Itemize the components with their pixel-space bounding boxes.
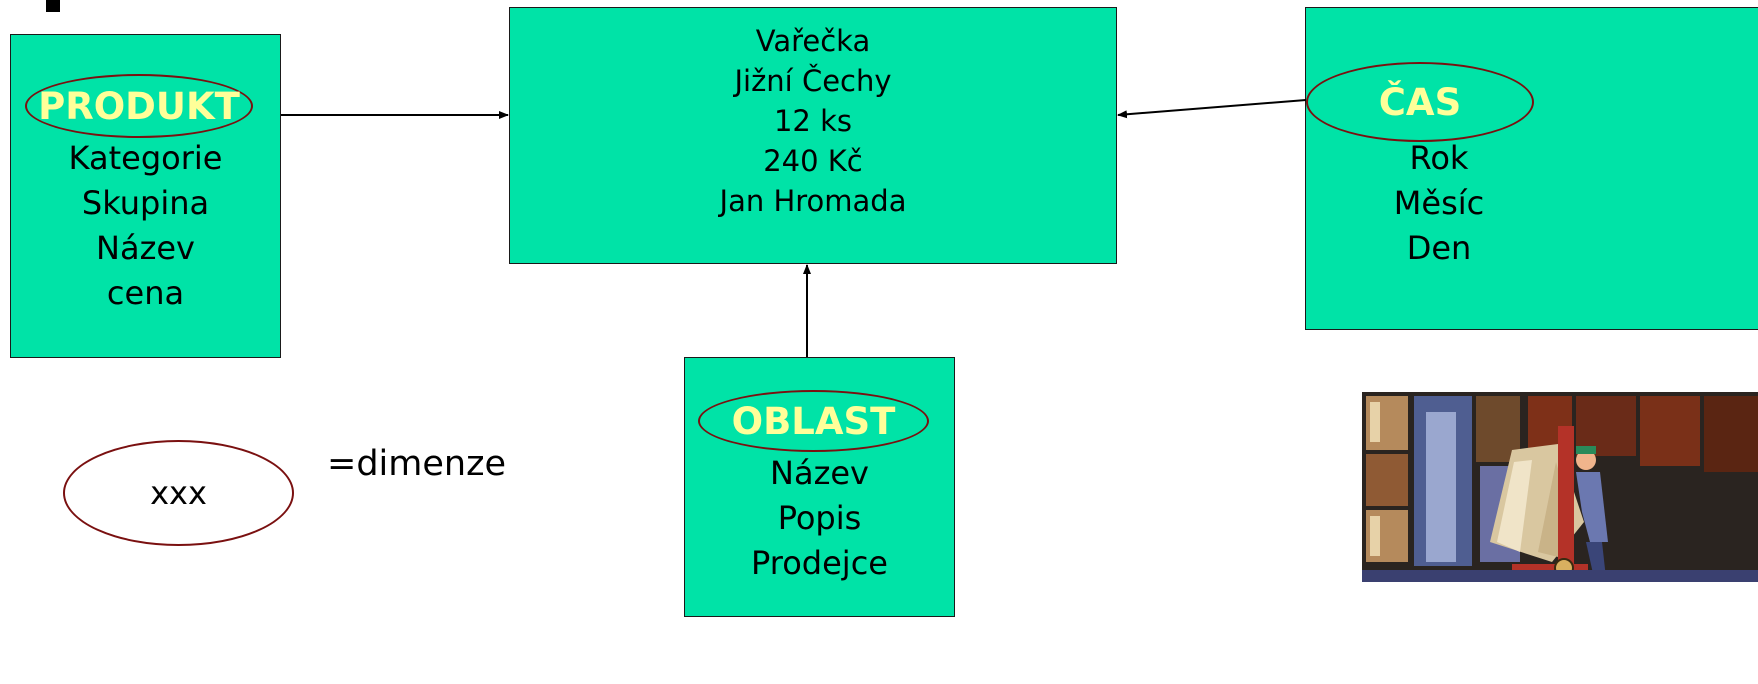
fact-line: Jan Hromada [719, 184, 907, 218]
cas-attribute: Den [1406, 229, 1472, 267]
legend-meaning: =dimenze [327, 444, 506, 484]
cas-attribute: Rok [1409, 139, 1469, 177]
cas-title: ČAS [1378, 80, 1462, 124]
oblast-title-oval: OBLAST [698, 390, 929, 452]
cas-to-fact-arrow [1117, 99, 1307, 119]
legend-oval-text: xxx [150, 474, 207, 512]
produkt-attribute: Kategorie [68, 139, 223, 177]
oblast-attribute: Prodejce [751, 544, 888, 582]
fact-line: 12 ks [773, 104, 853, 138]
oblast-title: OBLAST [731, 399, 896, 443]
oblast-attribute: Popis [777, 499, 862, 537]
cas-attribute: Měsíc [1393, 184, 1485, 222]
fact-line: Jižní Čechy [734, 64, 892, 98]
produkt-attribute: cena [106, 274, 185, 312]
produkt-attribute: Skupina [81, 184, 210, 222]
warehouse-clipart [1362, 392, 1758, 582]
produkt-attribute: Název [96, 229, 195, 267]
stray-mark [46, 0, 60, 12]
cas-title-oval: ČAS [1306, 62, 1534, 142]
produkt-title: PRODUKT [38, 84, 240, 128]
cas-dimension-box: Rok Měsíc Den [1305, 7, 1758, 330]
fact-line: 240 Kč [763, 144, 863, 178]
produkt-title-oval: PRODUKT [25, 74, 253, 138]
fact-line: Vařečka [755, 24, 871, 58]
fact-box: Vařečka Jižní Čechy 12 ks 240 Kč Jan Hro… [509, 7, 1117, 264]
oblast-attribute: Název [770, 454, 869, 492]
legend-oval: xxx [63, 440, 294, 546]
